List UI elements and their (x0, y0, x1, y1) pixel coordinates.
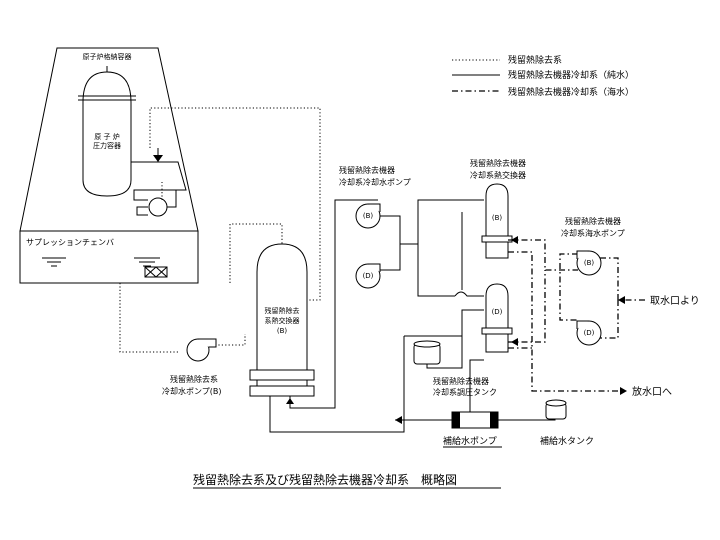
rhr-hx-flange (249, 385, 315, 397)
legend-rhr-label: 残留熱除去系 (508, 54, 562, 66)
makeup-pump-motor (490, 412, 498, 428)
makeup-pump-motor (452, 412, 460, 428)
ccw-hx-d-flange (481, 327, 513, 335)
suppression-chamber-label: サプレッションチェンバ (26, 238, 114, 247)
makeup-tank: 補給水タンク (540, 399, 594, 447)
sea-line-intake (600, 257, 645, 301)
ccw-hx-d-shell (485, 283, 509, 329)
sea-line-hx-b (508, 239, 578, 271)
seawater-pump-title-line1: 残留熱除去機器 (565, 216, 621, 226)
rhr-hx-label-line2: 系熱交換器 (265, 316, 300, 325)
ccw-hx-title-line1: 残留熱除去機器 (470, 158, 526, 168)
surge-tank: 残留熱除去機器 冷却系調圧タンク (413, 340, 497, 397)
rhr-pump-b: 残留熱除去系 冷却水ポンプ(B) (162, 338, 222, 396)
seawater-piping (508, 236, 645, 395)
makeup-tank-top (545, 399, 567, 407)
diagram-caption: 残留熱除去系及び残留熱除去機器冷却系 概略図 (193, 472, 457, 487)
ccw-pure-piping (269, 199, 556, 433)
rhr-line-pump-discharge (215, 334, 246, 346)
ccw-hx-d-head (485, 333, 509, 353)
makeup-tank-label: 補給水タンク (540, 435, 594, 447)
ccw-pump-d-label: (D) (363, 272, 374, 280)
rhr-hx-flange (249, 369, 315, 381)
sea-line-intake-d (600, 300, 619, 339)
ccw-hx-title-line2: 冷却系熱交換器 (470, 170, 526, 180)
internal-piping (131, 161, 187, 201)
arrow-left-icon (618, 296, 625, 304)
ccw-pump-d: (D) (355, 263, 381, 289)
arrow-right-icon (620, 387, 627, 395)
ccw-line-pump-header (378, 215, 401, 271)
seawater-pump-b-label: (B) (584, 259, 595, 267)
strainer-cross (144, 266, 168, 278)
arrow-left-icon (511, 338, 518, 346)
rhr-hx-label-line3: (B) (277, 327, 288, 335)
intake-label: 取水口より (650, 295, 700, 307)
ccw-hx-b-flange (481, 235, 513, 243)
ccw-pump-b-label: (B) (363, 212, 374, 220)
ccw-heat-exchanger-d: (D) (481, 283, 513, 353)
seawater-pump-b-nozzle (576, 250, 589, 259)
check-valve-icon (153, 155, 163, 162)
rhr-heat-exchanger-b: 残留熱除去 系熱交換器 (B) (249, 243, 315, 397)
ccw-pump-d-nozzle (368, 263, 381, 272)
sea-line-outlet-b (508, 251, 620, 392)
rhr-line-to-hx (229, 223, 283, 283)
ccw-hx-b-label: (B) (492, 214, 503, 222)
ccw-hx-d-label: (D) (492, 308, 503, 316)
ccw-pump-title-line1: 残留熱除去機器 (339, 165, 395, 175)
ccw-hx-b-head (485, 241, 509, 259)
ccw-hx-b-shell (485, 183, 509, 237)
rpv-label-line1: 原 子 炉 (94, 132, 119, 141)
rhr-hx-channel (256, 379, 308, 387)
internal-piping (167, 190, 177, 208)
arrow-left-icon (511, 236, 518, 244)
internal-pump-outlet (136, 206, 148, 216)
surge-tank-label-line2: 冷却系調圧タンク (433, 387, 497, 397)
arrow-up-icon (286, 398, 294, 404)
sea-line-pump-b-out (559, 253, 578, 321)
legend: 残留熱除去系 残留熱除去機器冷却系（純水） 残留熱除去機器冷却系（海水） (452, 54, 634, 98)
ccw-line-pump-discharge (400, 199, 484, 245)
ccw-line-surge-tank (426, 336, 463, 369)
seawater-pump-title-line2: 冷却系海水ポンプ (561, 228, 625, 238)
legend-ccw-pure-label: 残留熱除去機器冷却系（純水） (508, 69, 634, 81)
ccw-pump-b-nozzle (368, 203, 381, 212)
seawater-pump-b: (B) (576, 250, 602, 276)
seawater-pump-d-label: (D) (584, 329, 595, 337)
strainer (144, 266, 168, 278)
reactor-pressure-vessel (82, 71, 132, 197)
internal-pump (148, 197, 168, 217)
rhr-pump-label-line2: 冷却水ポンプ(B) (162, 386, 222, 396)
ccw-line-loop (454, 291, 484, 297)
rhr-pump-b-nozzle (198, 338, 217, 348)
containment-building: 原子炉格納容器 サプレッションチェンバ 原 子 炉 圧力容器 (19, 47, 199, 284)
discharge-label: 放水口へ (632, 385, 672, 398)
ccw-pump-title-line2: 冷却系冷却水ポンプ (339, 177, 411, 187)
ccw-line-makeup (469, 359, 484, 420)
surge-tank-label-line1: 残留熱除去機器 (433, 376, 489, 386)
surge-tank-top (413, 340, 441, 348)
legend-ccw-sea-label: 残留熱除去機器冷却系（海水） (508, 86, 634, 98)
ccw-line-surge (404, 309, 484, 337)
seawater-pump-d: (D) (576, 320, 602, 346)
rpv-label-line2: 圧力容器 (93, 141, 121, 150)
suppression-chamber (19, 230, 199, 284)
rhr-pump-label-line1: 残留熱除去系 (170, 374, 218, 384)
makeup-pump-label: 補給水ポンプ (443, 435, 497, 447)
sea-line-hx-d (508, 270, 546, 343)
containment-vessel-label: 原子炉格納容器 (83, 52, 132, 61)
rhr-hx-label-line1: 残留熱除去 (265, 306, 300, 315)
ccw-line-hx-d-supply (417, 244, 455, 297)
rhr-hx-shell (256, 243, 308, 371)
ccw-pump-b: (B) (355, 203, 381, 229)
ccw-heat-exchanger-b: (B) (481, 183, 513, 259)
arrow-left-icon (395, 416, 402, 424)
rhr-line-suction (119, 283, 180, 353)
ccw-line-hx-supply (269, 336, 405, 433)
makeup-pump: 補給水ポンプ (443, 411, 502, 448)
seawater-pump-d-nozzle (576, 320, 589, 329)
